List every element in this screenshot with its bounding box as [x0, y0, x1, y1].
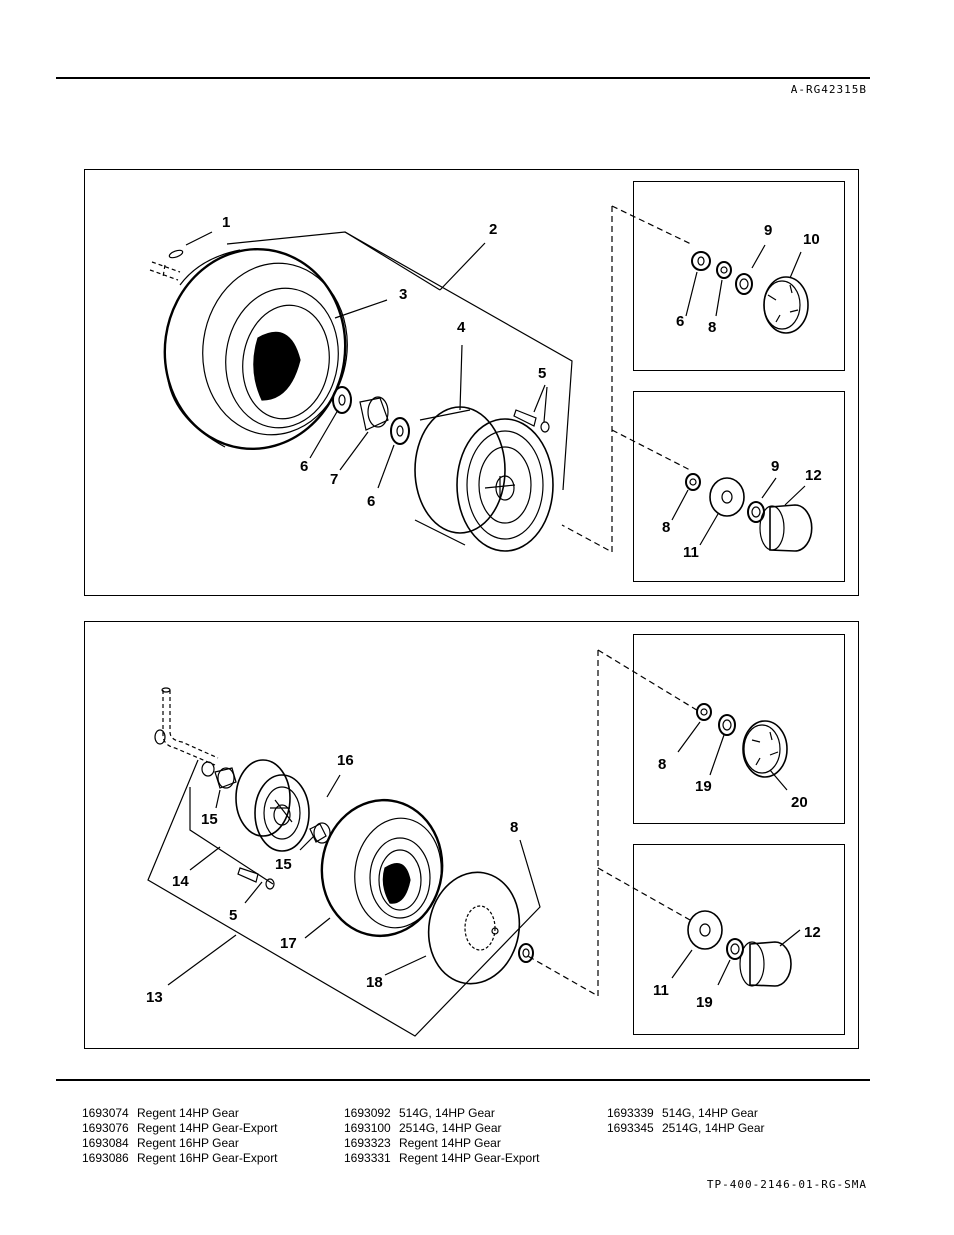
- model-row: 1693074 Regent 14HP Gear: [82, 1106, 278, 1121]
- callout-5-bottom: 5: [229, 907, 238, 924]
- model-number: 1693100: [344, 1121, 391, 1135]
- callout-9-inset2: 9: [771, 458, 780, 475]
- callout-20: 20: [791, 794, 808, 811]
- model-number: 1693084: [82, 1136, 129, 1150]
- model-description: 514G, 14HP Gear: [662, 1106, 758, 1120]
- callout-6b: 6: [367, 493, 376, 510]
- rim-top: [414, 406, 554, 552]
- model-description: Regent 14HP Gear: [399, 1136, 501, 1150]
- model-number: 1693074: [82, 1106, 129, 1120]
- callout-12-top: 12: [805, 467, 822, 484]
- callout-16: 16: [337, 752, 354, 769]
- callout-2: 2: [489, 221, 498, 238]
- model-row: 1693092 514G, 14HP Gear: [344, 1106, 540, 1121]
- callout-15a: 15: [201, 811, 218, 828]
- callout-11-bottom: 11: [653, 982, 669, 999]
- callout-8-inset3: 8: [658, 756, 667, 773]
- model-description: Regent 14HP Gear-Export: [399, 1151, 540, 1165]
- callout-5: 5: [538, 365, 547, 382]
- document-code: TP-400-2146-01-RG-SMA: [706, 1178, 867, 1191]
- callout-10: 10: [803, 231, 820, 248]
- model-number: 1693331: [344, 1151, 391, 1165]
- callout-1: 1: [222, 214, 231, 231]
- model-number: 1693086: [82, 1151, 129, 1165]
- figure-code: A-RG42315B: [790, 83, 867, 96]
- callout-4: 4: [457, 319, 466, 336]
- model-number: 1693076: [82, 1121, 129, 1135]
- model-description: Regent 16HP Gear: [137, 1136, 239, 1150]
- top-diagram-panel: [84, 169, 859, 596]
- bottom-inset-hubcap-panel: [633, 634, 845, 824]
- model-description: Regent 14HP Gear-Export: [137, 1121, 278, 1135]
- callout-7: 7: [330, 471, 339, 488]
- callout-19-inset3: 19: [695, 778, 712, 795]
- callout-15b: 15: [275, 856, 292, 873]
- model-list-col-2: 1693092 514G, 14HP Gear 1693100 2514G, 14H…: [344, 1106, 540, 1166]
- model-row: 1693076 Regent 14HP Gear-Export: [82, 1121, 278, 1136]
- model-description: 514G, 14HP Gear: [399, 1106, 495, 1120]
- callout-8-inset2: 8: [662, 519, 671, 536]
- tire-top: [163, 247, 348, 451]
- bottom-inset-cap-panel: [633, 844, 845, 1035]
- model-number: 1693092: [344, 1106, 391, 1120]
- callout-12-bottom: 12: [804, 924, 821, 941]
- callout-19-inset4: 19: [696, 994, 713, 1011]
- model-description: Regent 16HP Gear-Export: [137, 1151, 278, 1165]
- model-list-col-3: 1693339 514G, 14HP Gear 1693345 2514G, 14H…: [607, 1106, 765, 1136]
- top-inset-hubcap-panel: [633, 181, 845, 371]
- model-row: 1693084 Regent 16HP Gear: [82, 1136, 278, 1151]
- footer-rule: [56, 1079, 870, 1081]
- callout-9-inset1: 9: [764, 222, 773, 239]
- model-row: 1693331 Regent 14HP Gear-Export: [344, 1151, 540, 1166]
- model-row: 1693100 2514G, 14HP Gear: [344, 1121, 540, 1136]
- callout-18: 18: [366, 974, 383, 991]
- header-rule: [56, 77, 870, 79]
- callout-13: 13: [146, 989, 163, 1006]
- callout-6a: 6: [300, 458, 309, 475]
- callout-3: 3: [399, 286, 408, 303]
- callout-8-inset1: 8: [708, 319, 717, 336]
- model-description: Regent 14HP Gear: [137, 1106, 239, 1120]
- bottom-diagram-panel: [84, 621, 859, 1049]
- model-row: 1693086 Regent 16HP Gear-Export: [82, 1151, 278, 1166]
- model-row: 1693345 2514G, 14HP Gear: [607, 1121, 765, 1136]
- model-row: 1693339 514G, 14HP Gear: [607, 1106, 765, 1121]
- callout-6-inset1: 6: [676, 313, 685, 330]
- callout-11-top: 11: [683, 544, 699, 561]
- model-list-col-1: 1693074 Regent 14HP Gear 1693076 Regent 14…: [82, 1106, 278, 1166]
- top-inset-cap-panel: [633, 391, 845, 582]
- model-row: 1693323 Regent 14HP Gear: [344, 1136, 540, 1151]
- callout-17: 17: [280, 935, 297, 952]
- model-description: 2514G, 14HP Gear: [399, 1121, 502, 1135]
- model-number: 1693345: [607, 1121, 654, 1135]
- model-description: 2514G, 14HP Gear: [662, 1121, 765, 1135]
- tire-bottom: [320, 798, 444, 938]
- callout-14: 14: [172, 873, 189, 890]
- model-number: 1693339: [607, 1106, 654, 1120]
- model-number: 1693323: [344, 1136, 391, 1150]
- callout-8-bottom: 8: [510, 819, 519, 836]
